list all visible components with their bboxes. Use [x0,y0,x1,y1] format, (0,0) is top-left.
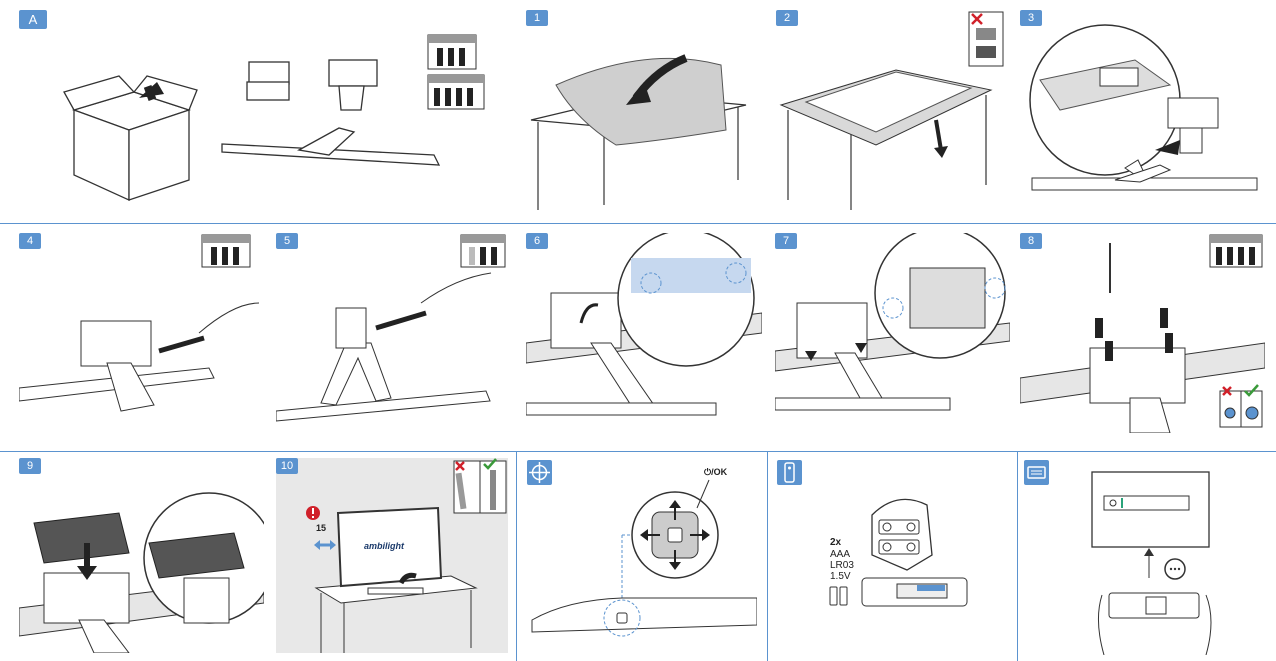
row-divider-1 [0,223,1276,224]
table-with-cloth-illustration [530,54,747,210]
panel-step-10: 10 15 ambilight [276,458,508,653]
col-divider-3 [1017,452,1018,661]
tv-placement-illustration [306,458,507,653]
step-badge-8: 8 [1020,233,1042,249]
panel-step-7: 7 [775,233,1010,433]
step-badge-1: 1 [526,10,548,26]
panel-step-5: 5 [276,233,511,433]
navigation-illustration [531,479,757,637]
panel-step-9: 9 [19,458,264,653]
step-badge-9: 9 [19,458,41,474]
battery-count: 2x [830,537,842,548]
step-badge-10: 10 [276,458,298,474]
keyboard-icon [1024,460,1049,485]
attach-stand-illustration [526,233,762,416]
keyboard-illustration [1091,471,1212,655]
panel-step-3: 3 [1020,10,1265,215]
stand-mount-illustration [1029,24,1258,191]
power-ok-label: ⏻/OK [704,467,728,477]
screw-stand-illustration [276,234,506,422]
panel-step-8: 8 [1020,233,1265,433]
panel-unbox: A [19,10,499,215]
screw-bracket-illustration [19,234,259,412]
step-badge-2: 2 [776,10,798,26]
row-divider-2 [0,451,1276,452]
step-badge-6: 6 [526,233,548,249]
panel-step-4: 4 [19,233,259,433]
cover-attach-illustration [19,492,264,653]
slide-stand-illustration [775,233,1010,411]
panel-navigation: ⏻/OK [527,460,757,655]
step-badge-3: 3 [1020,10,1042,26]
screw-tighten-illustration [1020,234,1265,433]
battery-type: AAA [830,549,851,560]
panel-step-2: 2 [776,10,1011,215]
panel-remote-batteries: 2x AAA LR03 1.5V [777,460,1012,655]
step-badge-a: A [19,10,47,29]
tv-face-down-illustration [779,11,1004,210]
step-badge-4: 4 [19,233,41,249]
panel-step-1: 1 [526,10,751,215]
remote-control-icon [777,460,802,485]
battery-voltage: 1.5V [830,571,851,582]
col-divider-1 [516,452,517,661]
step-badge-7: 7 [775,233,797,249]
panel-keyboard [1024,460,1269,655]
ambilight-logo: ambilight [364,541,404,551]
battery-illustration [829,498,968,607]
panel-step-6: 6 [526,233,762,433]
battery-code: LR03 [830,560,854,571]
col-divider-2 [767,452,768,661]
crosshair-icon [527,460,552,485]
step-badge-5: 5 [276,233,298,249]
unbox-illustration [63,34,485,202]
distance-label: 15 [316,523,327,533]
